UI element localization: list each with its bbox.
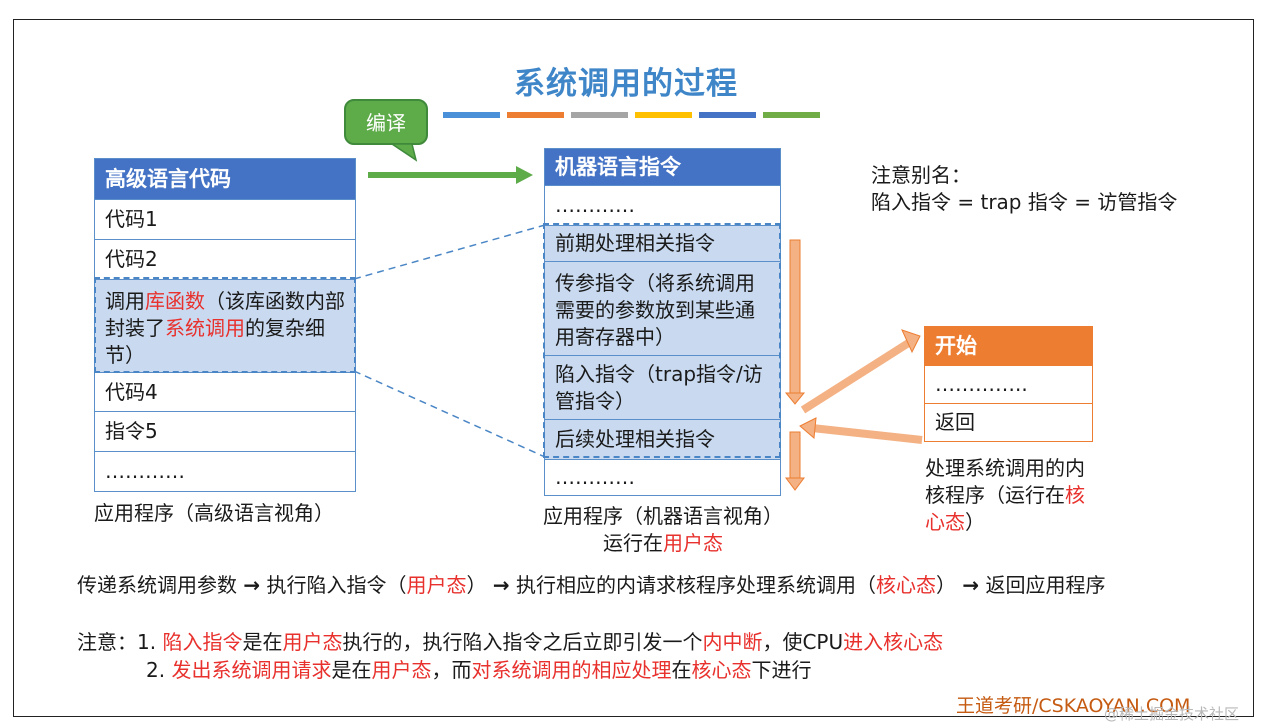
highlight-text: 发出系统调用请求 (171, 658, 332, 682)
color-bar (571, 112, 628, 118)
flow-arrow: → (962, 573, 980, 597)
slide-title: 系统调用的过程 (514, 66, 738, 102)
mapping-line-bottom (353, 370, 546, 458)
row-text: 的复杂细节） (105, 316, 325, 367)
table-row: ………… (95, 451, 355, 491)
flow-text: 执行相应的内请求核程序处理系统调用（ (509, 573, 876, 597)
trap-to-kernel-arrow (800, 338, 913, 414)
highlight-text: 进入核心态 (843, 630, 944, 654)
color-bar (507, 112, 564, 118)
table-row: 指令5 (95, 411, 355, 451)
note-text: 执行的，执行陷入指令之后立即引发一个 (342, 630, 703, 654)
table-row: ………… (545, 459, 780, 495)
table-row: 代码1 (95, 199, 355, 239)
flow-text: 执行陷入指令（ (260, 573, 407, 597)
flow-text: ） (466, 573, 493, 597)
trap-instruction-row: 陷入指令（trap指令/访管指令） (545, 355, 780, 419)
left-table-caption: 应用程序（高级语言视角） (94, 501, 334, 525)
note-text: 在 (671, 658, 692, 682)
callout-tail (389, 143, 418, 162)
table-row: 返回 (925, 403, 1092, 441)
table-header: 高级语言代码 (95, 159, 355, 199)
color-bar (443, 112, 500, 118)
highlight-text: 用户态 (371, 658, 432, 682)
alias-note-label: 注意别名： (871, 163, 971, 187)
mid-table-caption: 应用程序（机器语言视角） 运行在用户态 (508, 503, 818, 557)
table-row: 代码4 (95, 372, 355, 411)
brand-footer: 王道考研/CSKAOYAN.COM (956, 695, 1191, 717)
note-number: 2. (146, 658, 172, 682)
caption-text: 运行在 (603, 531, 663, 555)
flow-down-arrow-1 (789, 239, 801, 396)
note-number: 1. (137, 630, 163, 654)
table-row: 传参指令（将系统调用需要的参数放到某些通用寄存器中） (545, 261, 780, 355)
caption-text: ） (965, 510, 985, 534)
compile-callout: 编译 (344, 99, 428, 145)
flow-down-arrow-1-head (784, 392, 806, 405)
watermark: @稀土掘金技术社区 (1104, 705, 1240, 723)
flow-arrow: → (492, 573, 510, 597)
highlight-text: 用户态 (406, 573, 467, 597)
note-text: 下进行 (751, 658, 812, 682)
machine-instructions-table: 机器语言指令 ………… 前期处理相关指令 传参指令（将系统调用需要的参数放到某些… (544, 148, 781, 496)
note-text: 是在 (331, 658, 372, 682)
note-text: 是在 (242, 630, 283, 654)
mapping-line-top (353, 224, 546, 280)
flow-down-arrow-2 (789, 431, 801, 481)
highlight-text: 核心态 (925, 483, 1085, 534)
flow-summary: 传递系统调用参数 → 执行陷入指令（用户态） → 执行相应的内请求核程序处理系统… (77, 571, 1207, 599)
highlight-text: 对系统调用的相应处理 (471, 658, 672, 682)
table-header: 机器语言指令 (545, 149, 780, 185)
note-text: ，使CPU (762, 630, 844, 654)
highlight-text: 陷入指令 (162, 630, 243, 654)
compile-arrow-head (516, 166, 533, 184)
highlight-text: 核心态 (691, 658, 752, 682)
table-row: 后续处理相关指令 (545, 419, 780, 459)
high-level-code-table: 高级语言代码 代码1 代码2 调用库函数（该库函数内部封装了系统调用的复杂细节）… (94, 158, 356, 492)
kernel-program-table: 开始 ………….. 返回 (924, 326, 1093, 442)
caption-line: 运行在用户态 (508, 530, 818, 557)
table-row: ………… (545, 185, 780, 225)
alias-note-text: 陷入指令 = trap 指令 = 访管指令 (871, 190, 1178, 214)
slide-frame (13, 19, 1254, 717)
trap-to-kernel-arrow-head (901, 329, 921, 354)
highlight-text: 用户态 (663, 531, 723, 555)
table-header: 开始 (925, 327, 1092, 365)
table-row: 代码2 (95, 239, 355, 279)
table-row: ………….. (925, 365, 1092, 403)
notes-label: 注意： (77, 630, 137, 654)
highlight-text: 核心态 (875, 573, 936, 597)
highlight-text: 内中断 (702, 630, 763, 654)
return-arrow-head (799, 417, 817, 440)
title-color-bars (443, 112, 827, 131)
caption-text: 处理系统调用的内核程序（运行在 (925, 456, 1085, 507)
color-bar (699, 112, 756, 118)
highlight-text: 用户态 (282, 630, 343, 654)
return-arrow (811, 424, 923, 444)
color-bar (763, 112, 820, 118)
flow-text: ） (935, 573, 963, 597)
flow-arrow: → (243, 573, 261, 597)
color-bar (635, 112, 692, 118)
row-text: 调用 (105, 289, 145, 313)
caption-line: 应用程序（机器语言视角） (543, 504, 783, 528)
note-text: ，而 (431, 658, 472, 682)
highlight-text: 系统调用 (165, 316, 245, 340)
note-2: 2. 发出系统调用请求是在用户态，而对系统调用的相应处理在核心态下进行 (146, 656, 811, 684)
alias-note: 注意别名： 陷入指令 = trap 指令 = 访管指令 (871, 162, 1177, 216)
right-table-caption: 处理系统调用的内核程序（运行在核心态） (925, 455, 1097, 536)
row-text: （该库函数内部封装了 (105, 289, 345, 340)
flow-text: 传递系统调用参数 (77, 573, 244, 597)
flow-text: 返回应用程序 (979, 573, 1106, 597)
library-call-row: 调用库函数（该库函数内部封装了系统调用的复杂细节） (95, 279, 355, 372)
note-1: 注意：1. 陷入指令是在用户态执行的，执行陷入指令之后立即引发一个内中断，使CP… (77, 628, 943, 656)
highlight-text: 库函数 (145, 289, 205, 313)
table-row: 前期处理相关指令 (545, 225, 780, 261)
flow-down-arrow-2-head (785, 477, 805, 491)
